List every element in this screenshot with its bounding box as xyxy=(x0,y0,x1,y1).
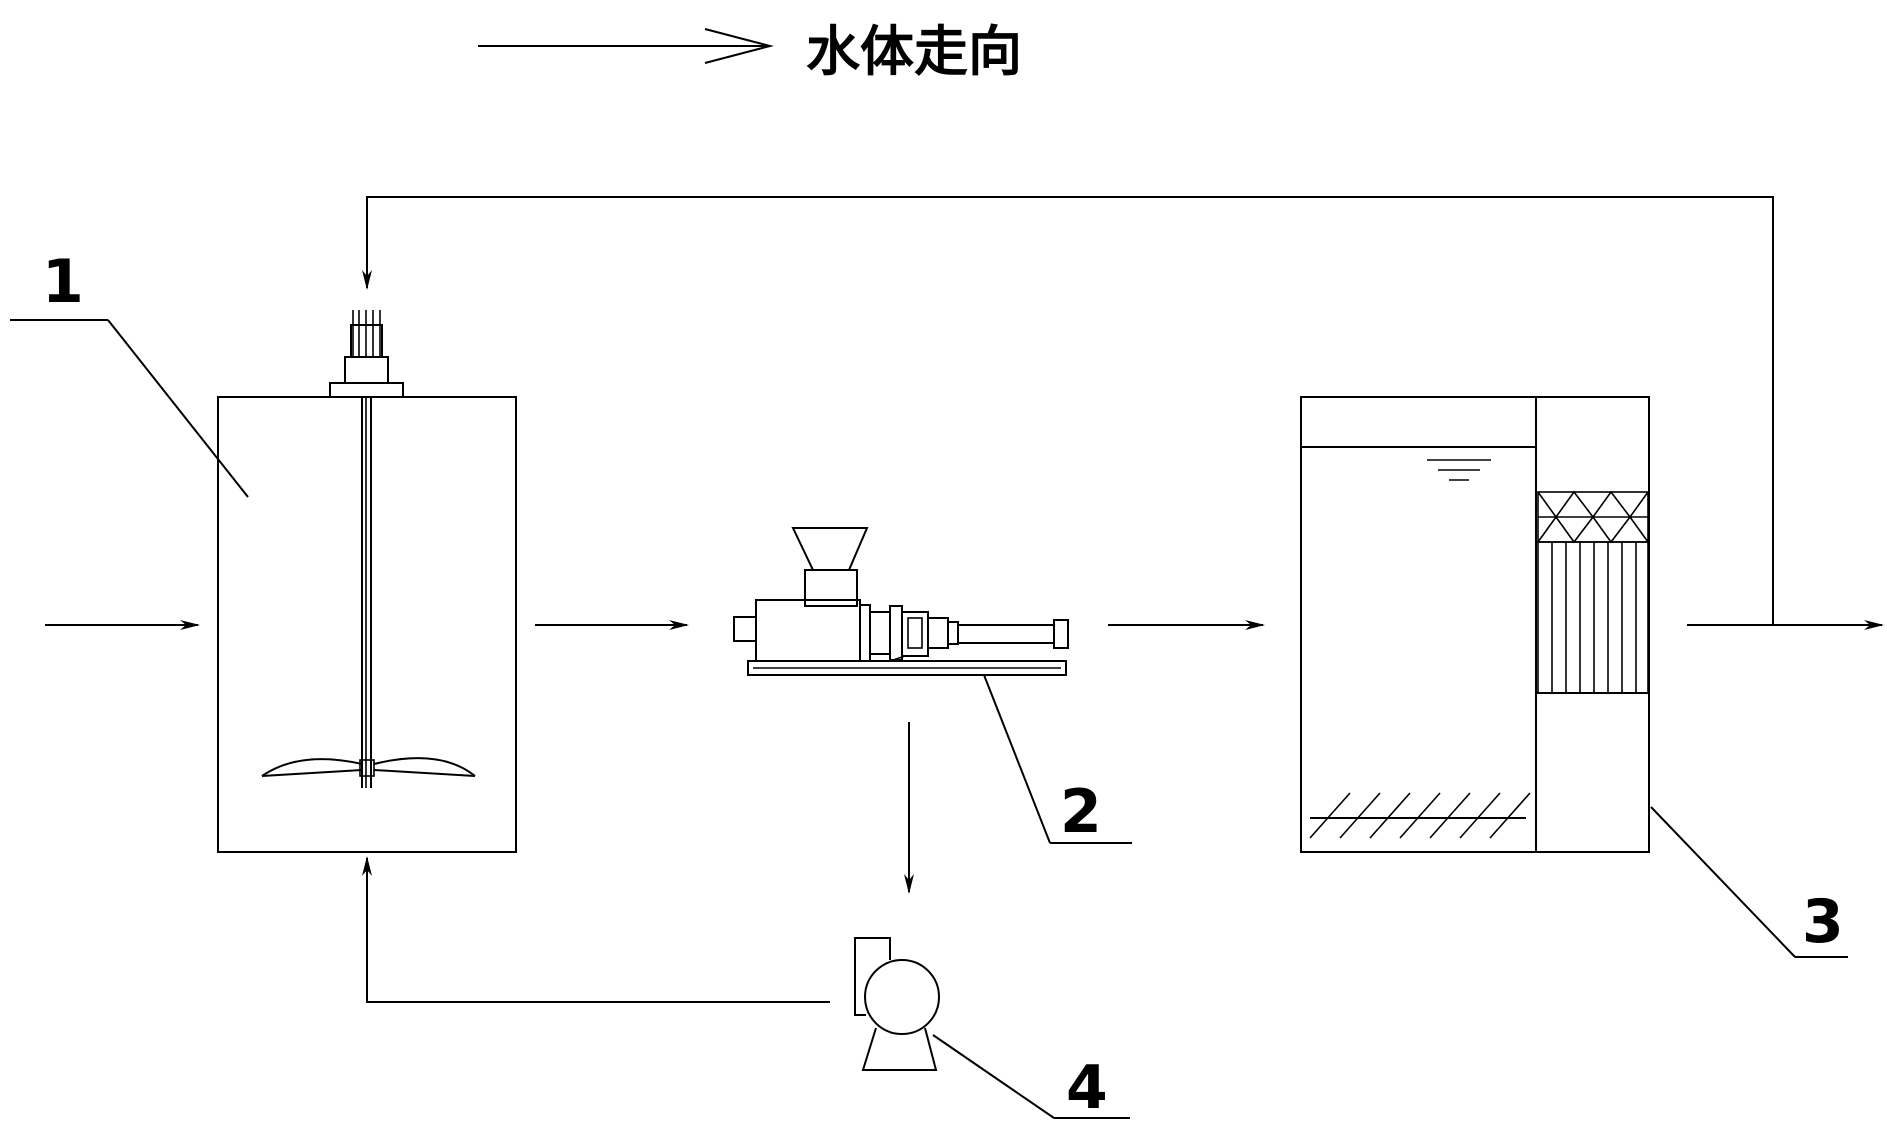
sludge-hatch xyxy=(1309,792,1531,839)
callout-2-label: 2 xyxy=(1060,777,1102,847)
settling-tank xyxy=(1300,396,1650,853)
pump xyxy=(854,937,940,1071)
screw-press xyxy=(733,527,1069,676)
callout-1-label: 1 xyxy=(42,247,84,317)
callout-1: 1 xyxy=(10,247,249,498)
legend: 水体走向 xyxy=(478,20,1022,83)
callout-4: 4 xyxy=(932,1034,1130,1123)
water-level-icon xyxy=(1427,459,1491,481)
legend-label: 水体走向 xyxy=(806,20,1022,83)
callout-2: 2 xyxy=(983,674,1132,847)
filter-media-triangles xyxy=(1537,490,1649,544)
mixing-tank xyxy=(217,310,517,853)
callout-3: 3 xyxy=(1650,806,1848,958)
filter-media-tubes xyxy=(1537,541,1649,694)
recycle-line xyxy=(362,196,1774,625)
agitator-shaft xyxy=(361,397,372,788)
agitator-motor-icon xyxy=(329,310,404,398)
callout-4-label: 4 xyxy=(1066,1053,1108,1123)
pump-return-line xyxy=(362,856,830,1003)
agitator-icon xyxy=(261,757,476,777)
callout-3-label: 3 xyxy=(1802,887,1844,957)
legend-arrow-icon xyxy=(478,28,774,64)
